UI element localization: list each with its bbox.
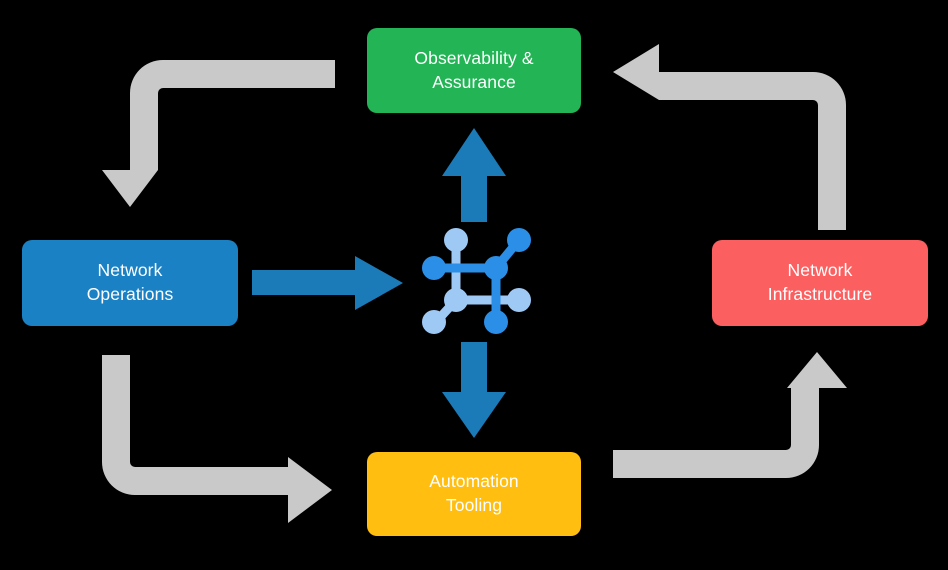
network-icon-light-nodes <box>422 228 531 334</box>
node-network-operations[interactable]: Network Operations <box>22 240 238 326</box>
node-label-automation-tooling: Automation Tooling <box>429 471 519 515</box>
node-label-observability: Observability & Assurance <box>414 47 534 92</box>
arrow-down-to-automation <box>442 342 506 438</box>
node-automation-tooling[interactable]: Automation Tooling <box>367 452 581 536</box>
node-label-network-infrastructure: Network Infrastructure <box>767 260 873 304</box>
gray-arrow-bottom-right <box>613 352 847 478</box>
node-network-infrastructure[interactable]: Network Infrastructure <box>712 240 928 326</box>
gray-arrow-top-left <box>102 60 335 207</box>
node-observability-assurance[interactable]: Observability & Assurance <box>367 28 581 113</box>
network-icon-bright-nodes <box>422 228 531 334</box>
node-label-network-operations: Network Operations <box>86 260 174 304</box>
gray-arrow-bottom-left <box>102 355 332 523</box>
arrow-up-to-observability <box>442 128 506 222</box>
gray-arrow-top-right <box>613 44 846 230</box>
arrow-right-to-center <box>252 256 403 310</box>
